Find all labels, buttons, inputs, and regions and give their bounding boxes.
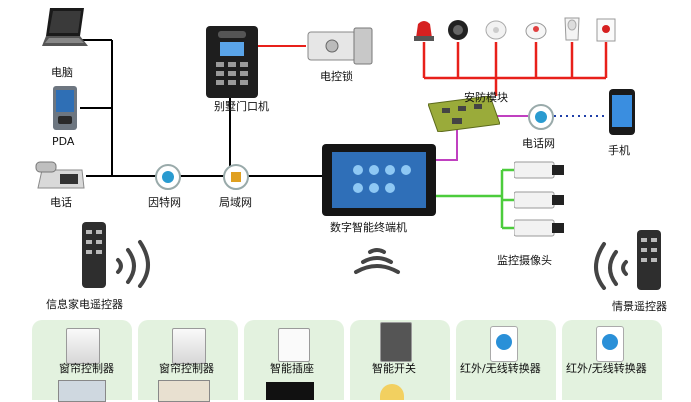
- smart-socket-icon: [278, 328, 310, 362]
- bottom-label-6: 红外/无线转换器: [566, 362, 647, 375]
- laptop-icon: [40, 6, 90, 52]
- bottom-label-4: 智能开关: [372, 362, 416, 375]
- bottom-label-2: 窗帘控制器: [159, 362, 214, 375]
- computer-label: 电脑: [51, 66, 73, 79]
- curtain-window-1-icon: [58, 380, 106, 402]
- surveillance-camera-3-icon: [513, 216, 566, 240]
- lock-label: 电控锁: [320, 70, 353, 83]
- surveillance-camera-1-icon: [513, 158, 566, 182]
- phone-label: 电话: [50, 196, 72, 209]
- cameras-label: 监控摄像头: [497, 254, 552, 267]
- remote-left-label: 信息家电遥控器: [46, 298, 123, 311]
- security-label: 安防模块: [464, 91, 508, 104]
- terminal-label: 数字智能终端机: [330, 221, 407, 234]
- lan-label: 局域网: [219, 196, 252, 209]
- ir-converter-panel-1: 红外/无线转换器: [456, 320, 556, 400]
- surveillance-camera-2-icon: [513, 188, 566, 212]
- remote-control-right-icon: [636, 230, 662, 290]
- bottom-label-5: 红外/无线转换器: [460, 362, 541, 375]
- curtain-window-2-icon: [158, 380, 210, 402]
- smart-terminal-icon: [322, 144, 436, 216]
- electric-lock-icon: [306, 26, 376, 66]
- curtain-controller-panel-2: 窗帘控制器: [138, 320, 238, 402]
- curtain-controller-panel-1: 窗帘控制器: [32, 320, 132, 402]
- door-station-icon: [206, 26, 258, 98]
- gas-detector-icon: [485, 18, 507, 42]
- bottom-label-1: 窗帘控制器: [59, 362, 114, 375]
- curtain-switch-2-icon: [172, 328, 206, 364]
- mobile-label: 手机: [608, 144, 630, 157]
- security-module-icon: [427, 95, 501, 133]
- remote-signal-left-icon: [112, 238, 160, 288]
- remote-control-left-icon: [80, 222, 108, 288]
- infrared-sensor-icon: [562, 16, 582, 42]
- ir-converter-1-icon: [490, 326, 518, 362]
- phone-network-icon: [528, 104, 554, 130]
- internet-label: 因特网: [148, 196, 181, 209]
- internet-router-icon: [155, 164, 181, 190]
- smoke-detector-icon: [525, 18, 547, 42]
- wireless-signal-icon: [350, 240, 404, 280]
- smart-switch-panel: 智能开关: [350, 320, 450, 400]
- villa-door-label: 别墅门口机: [214, 100, 269, 113]
- smart-socket-panel: 智能插座: [244, 320, 344, 400]
- telephone-icon: [34, 160, 86, 190]
- ir-converter-2-icon: [596, 326, 624, 362]
- bottom-label-3: 智能插座: [270, 362, 314, 375]
- smart-switch-icon: [380, 322, 412, 362]
- camera-sensor-icon: [447, 18, 469, 42]
- pda-label: PDA: [52, 135, 75, 148]
- remote-signal-right-icon: [584, 240, 632, 290]
- remote-right-label: 情景遥控器: [612, 300, 667, 313]
- alarm-siren-icon: [414, 18, 434, 42]
- television-icon: [266, 382, 314, 400]
- ir-converter-panel-2: 红外/无线转换器: [562, 320, 662, 400]
- lamp-icon: [380, 384, 404, 400]
- curtain-switch-1-icon: [66, 328, 100, 364]
- emergency-button-icon: [596, 18, 616, 42]
- pda-icon: [52, 86, 78, 130]
- cable-net-label: 电话网: [522, 137, 555, 150]
- mobile-phone-icon: [608, 88, 636, 136]
- lan-socket-icon: [223, 164, 249, 190]
